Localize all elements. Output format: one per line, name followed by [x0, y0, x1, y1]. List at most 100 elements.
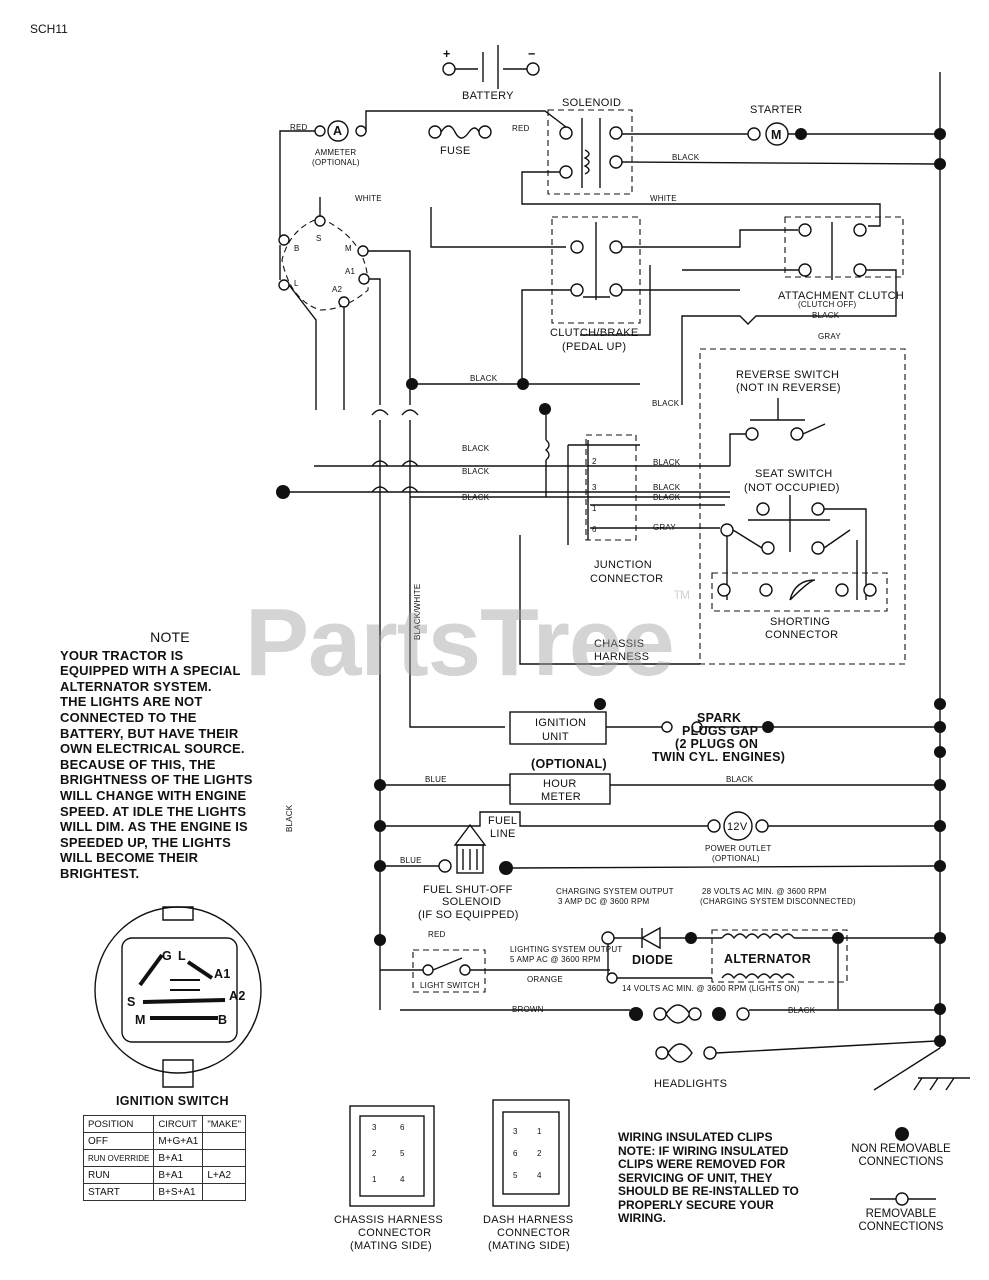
- battery: + − BATTERY: [442, 45, 540, 102]
- starter-label: STARTER: [750, 104, 802, 116]
- seat-switch: SEAT SWITCH (NOT OCCUPIED): [720, 468, 867, 600]
- wire-ign-l: [288, 284, 317, 410]
- attachment-clutch-switch: ATTACHMENT CLUTCH (CLUTCH OFF) BLACK GRA…: [681, 216, 904, 405]
- pin1-label: 1: [592, 504, 597, 513]
- starter-m-label: M: [771, 128, 782, 142]
- wire-clutch-loop: [580, 265, 651, 336]
- battery-label: BATTERY: [462, 90, 514, 102]
- wire-label-gray-2: GRAY: [653, 523, 676, 532]
- fuel-label: FUEL: [488, 815, 517, 827]
- light-switch: RED LIGHT SWITCH LIGHTING SYSTEM OUTPUT …: [380, 930, 800, 993]
- ignition-switch-table: POSITION CIRCUIT "MAKE" OFF M+G+A1 RUN O…: [82, 1115, 247, 1201]
- battery-minus-label: −: [528, 47, 536, 61]
- ign-s-label: S: [316, 234, 322, 243]
- ground-symbol-icon: [873, 1047, 970, 1091]
- junction-connector: 2 3 1 6 JUNCTION CONNECTOR: [585, 434, 663, 585]
- chassis-connector-label-2: CONNECTOR: [358, 1227, 431, 1239]
- chassis-pin: 3: [372, 1123, 377, 1132]
- line-label: LINE: [490, 828, 516, 840]
- wire-label-blue: BLUE: [425, 775, 447, 784]
- diode-label: DIODE: [632, 953, 673, 967]
- charging-label-2: 3 AMP DC @ 3600 RPM: [558, 897, 649, 906]
- clutch-brake-switch: CLUTCH/BRAKE (PEDAL UP): [550, 216, 641, 353]
- dash-pin: 4: [537, 1171, 542, 1180]
- ignition-switch-schematic: S B M A1 L A2: [278, 215, 370, 311]
- wire-label-black-12: BLACK: [788, 1006, 816, 1015]
- ign-a2-label: A2: [332, 285, 343, 294]
- ign-m-label: M: [345, 244, 352, 253]
- fuel-shutoff-solenoid: BLUE FUEL SHUT-OFF SOLENOID (IF SO EQUIP…: [384, 823, 937, 921]
- pin2-label: 2: [592, 457, 597, 466]
- wire-label-black-6: BLACK: [462, 467, 490, 476]
- not-occupied-label: (NOT OCCUPIED): [744, 482, 840, 494]
- wire-label-white: WHITE: [355, 194, 382, 203]
- pin6-label: 6: [592, 525, 597, 534]
- ammeter-optional-label: (OPTIONAL): [312, 158, 360, 167]
- wire-label-black-2: BLACK: [812, 311, 840, 320]
- table-header-row: POSITION CIRCUIT "MAKE": [82, 1115, 247, 1133]
- ammeter: A RED AMMETER (OPTIONAL): [290, 120, 367, 167]
- ignition-switch-face: G L A1 S A2 M B IGNITION SWITCH: [94, 906, 262, 1108]
- chassis-pin: 5: [400, 1149, 405, 1158]
- wiring-clips-note: WIRING INSULATED CLIPS NOTE: IF WIRING I…: [618, 1130, 799, 1225]
- fuse: FUSE RED: [428, 124, 530, 157]
- volts28-label-1: 28 VOLTS AC MIN. @ 3600 RPM: [702, 887, 827, 896]
- chassis-connector-label-1: CHASSIS HARNESS: [334, 1214, 443, 1226]
- wire-label-red: RED: [290, 123, 308, 132]
- dash-pin: 3: [513, 1127, 518, 1136]
- wire-label-orange: ORANGE: [527, 975, 563, 984]
- battery-plus-label: +: [443, 47, 451, 61]
- attachment-clutch-label: ATTACHMENT CLUTCH: [778, 290, 904, 302]
- wire-label-black-9: BLACK: [653, 483, 681, 492]
- table-row: RUN OVERRIDE B+A1: [82, 1149, 247, 1167]
- light-switch-label: LIGHT SWITCH: [420, 981, 480, 990]
- dash-connector-label-2: CONNECTOR: [497, 1227, 570, 1239]
- ammeter-label: AMMETER: [315, 148, 356, 157]
- spark-label-2: PLUGS GAP: [682, 724, 758, 738]
- legend-removable: REMOVABLE CONNECTIONS: [858, 1208, 944, 1233]
- face-m-label: M: [135, 1013, 146, 1027]
- wire-ign-s: [430, 207, 566, 248]
- wire-label-black-3: BLACK: [470, 374, 498, 383]
- alternator-label: ALTERNATOR: [724, 952, 811, 966]
- chassis-label: CHASSIS: [594, 638, 644, 650]
- charging-label-1: CHARGING SYSTEM OUTPUT: [556, 887, 674, 896]
- lighting-label-1: LIGHTING SYSTEM OUTPUT: [510, 945, 622, 954]
- spark-label-3: (2 PLUGS ON: [675, 737, 758, 751]
- face-l-label: L: [178, 949, 186, 963]
- ign-l-label: L: [294, 279, 299, 288]
- solenoid-label: SOLENOID: [562, 97, 621, 109]
- chassis-pin: 6: [400, 1123, 405, 1132]
- wire-label-black-5: BLACK: [462, 444, 490, 453]
- dash-connector-label-3: (MATING SIDE): [488, 1240, 570, 1252]
- fuel-shutoff-label-1: FUEL SHUT-OFF: [423, 884, 513, 896]
- power-outlet-optional-label: (OPTIONAL): [712, 854, 760, 863]
- solenoid: SOLENOID: [547, 97, 633, 195]
- dash-harness-connector: 3 1 6 2 5 4 DASH HARNESS CONNECTOR (MATI…: [483, 1099, 573, 1252]
- face-a1-label: A1: [214, 967, 231, 981]
- chassis-pin: 1: [372, 1175, 377, 1184]
- power-outlet-label: POWER OUTLET: [705, 844, 771, 853]
- wire-clutch-to-attachment: [622, 229, 798, 248]
- wire-label-black-8: BLACK: [653, 458, 681, 467]
- clutch-brake-label: CLUTCH/BRAKE: [550, 327, 639, 339]
- junction-wires: BLACK BLACK BLACK BLACK BLACK BLACK GRAY: [276, 409, 746, 545]
- dash-pin: 1: [537, 1127, 542, 1136]
- wire-red-ammeter: [279, 130, 315, 240]
- headlights: BROWN BLACK HEADLIGHTS: [400, 1004, 937, 1090]
- wire-ign-a1: [369, 278, 381, 405]
- shorting-label: SHORTING: [770, 616, 830, 628]
- v12-label: 12V: [727, 821, 748, 833]
- wire-red-battery: [365, 110, 567, 131]
- wire-label-blue-2: BLUE: [400, 856, 422, 865]
- non-removable-dot-icon: [895, 1127, 909, 1141]
- not-in-reverse-label: (NOT IN REVERSE): [736, 382, 841, 394]
- dash-connector-label-1: DASH HARNESS: [483, 1214, 573, 1226]
- wire-label-black-4: BLACK: [652, 399, 680, 408]
- wire-label-black-10: BLACK: [653, 493, 681, 502]
- volts14-label: 14 VOLTS AC MIN. @ 3600 RPM (LIGHTS ON): [622, 984, 800, 993]
- seat-switch-label: SEAT SWITCH: [755, 468, 832, 480]
- chassis-pin: 4: [400, 1175, 405, 1184]
- wire-label-red-2: RED: [512, 124, 530, 133]
